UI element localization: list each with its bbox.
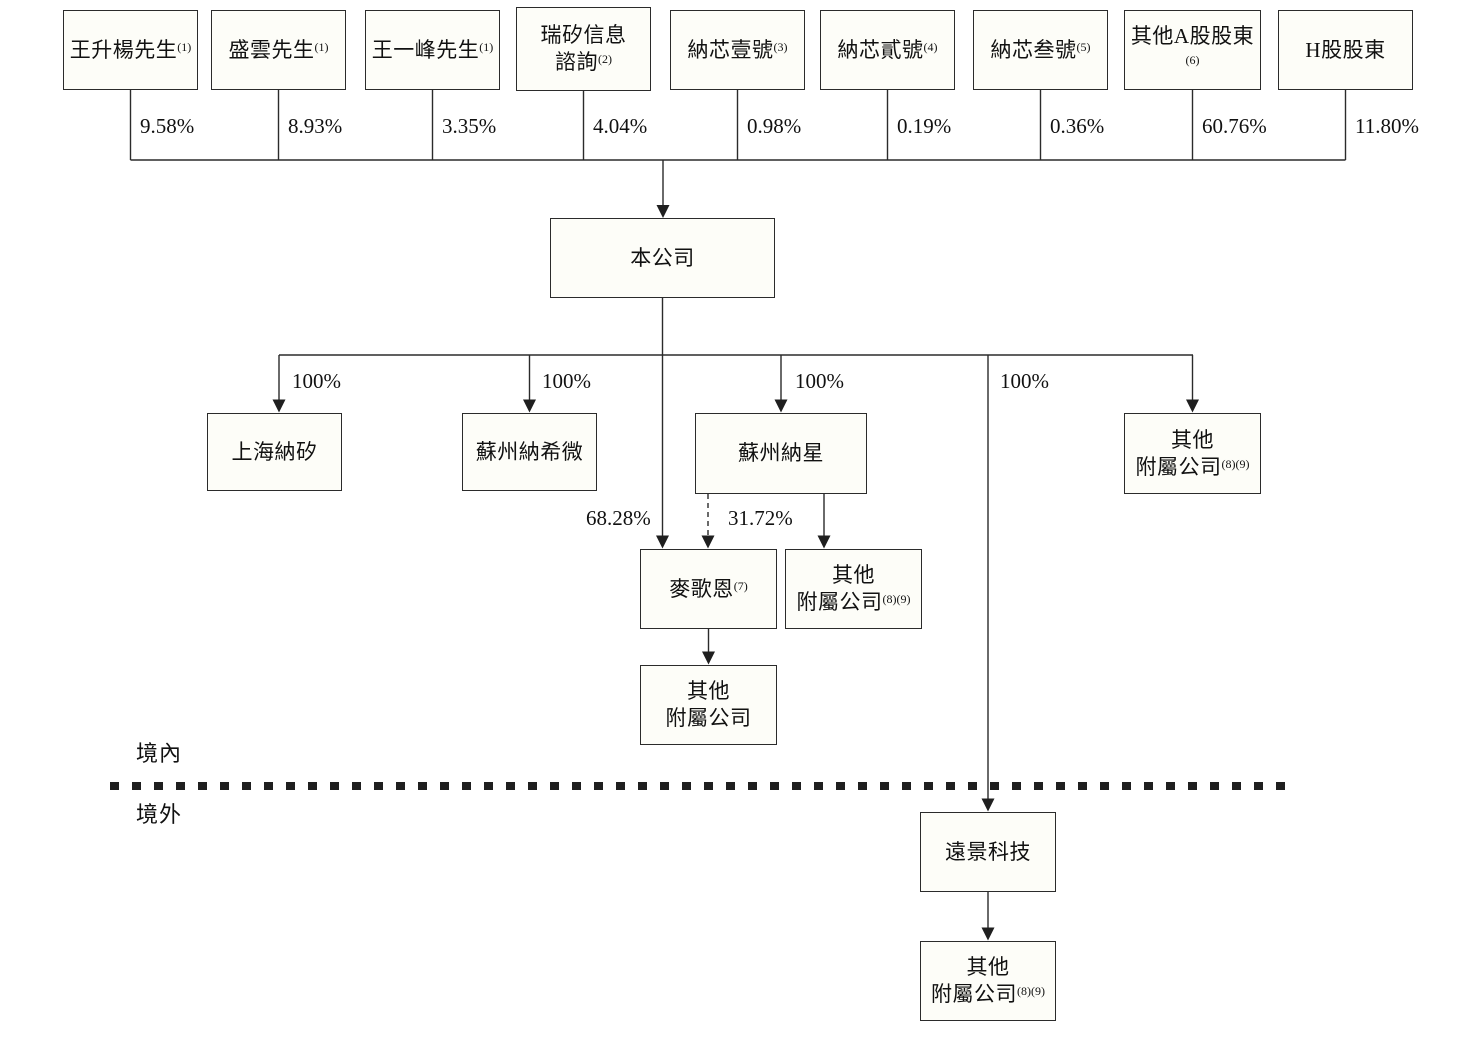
- pct-sheng-yun: 8.93%: [288, 114, 343, 138]
- box-label: 瑞矽信息諮詢(2): [540, 23, 627, 74]
- box-label: 麥歌恩(7): [669, 576, 748, 601]
- pct-naxin-no1: 0.98%: [747, 114, 802, 138]
- box-label: 其他附屬公司(8)(9): [796, 563, 911, 614]
- box-label: 蘇州納希微: [475, 439, 584, 464]
- footnote-marker: (1): [479, 39, 494, 54]
- box-wang-shengyang: 王升楊先生(1): [63, 10, 198, 90]
- pct-magen-from-company: 68.28%: [586, 506, 651, 530]
- box-label: 其他附屬公司: [665, 679, 752, 730]
- arrowheads: [272, 205, 1199, 941]
- box-label: 盛雲先生(1): [228, 37, 329, 62]
- footnote-marker: (8)(9): [1221, 456, 1250, 471]
- box-label: 納芯貳號(4): [837, 37, 938, 62]
- pct-wang-yifeng: 3.35%: [442, 114, 497, 138]
- box-other-subsidiaries-right: 其他附屬公司(8)(9): [1124, 413, 1261, 494]
- pct-envision-tech: 100%: [1000, 369, 1049, 393]
- pct-magen-from-naxing: 31.72%: [728, 506, 793, 530]
- box-label: 王一峰先生(1): [371, 37, 494, 62]
- pct-suzhou-naxing: 100%: [795, 369, 844, 393]
- box-label: 上海納矽: [231, 439, 318, 464]
- box-envision-tech: 遠景科技: [920, 812, 1056, 892]
- onshore-label: 境內: [136, 741, 183, 766]
- footnote-marker: (1): [314, 39, 329, 54]
- footnote-marker: (1): [177, 39, 192, 54]
- box-label: 本公司: [630, 245, 695, 270]
- box-magen: 麥歌恩(7): [640, 549, 777, 629]
- footnote-marker: (5): [1076, 39, 1091, 54]
- offshore-label: 境外: [136, 802, 183, 827]
- subsidiary-branch-lines: [278, 298, 1194, 929]
- shareholder-stub-lines: [129, 90, 1347, 207]
- box-label: 遠景科技: [945, 839, 1031, 864]
- pct-ruixi-info: 4.04%: [593, 114, 648, 138]
- footnote-marker: (2): [598, 52, 612, 66]
- box-label: 蘇州納星: [738, 441, 824, 465]
- pct-suzhou-naxiwei: 100%: [542, 369, 591, 393]
- pct-shanghai-naxi: 100%: [292, 369, 341, 393]
- box-the-company: 本公司: [550, 218, 775, 298]
- box-label: 其他附屬公司(8)(9): [931, 955, 1045, 1006]
- footnote-marker: (8)(9): [1017, 984, 1045, 998]
- box-wang-yifeng: 王一峰先生(1): [365, 10, 500, 90]
- box-naxin-no1: 納芯壹號(3): [670, 10, 805, 90]
- box-label: 其他附屬公司(8)(9): [1135, 427, 1250, 479]
- box-other-subsidiaries-mid: 其他附屬公司(8)(9): [785, 549, 922, 629]
- box-other-subsidiaries-offshore: 其他附屬公司(8)(9): [920, 941, 1056, 1021]
- footnote-marker: (3): [773, 39, 788, 54]
- box-label: 其他A股股東(6): [1130, 24, 1255, 67]
- box-label: 王升楊先生(1): [69, 37, 192, 62]
- box-h-share-shareholders: H股股東: [1278, 10, 1413, 90]
- box-sheng-yun: 盛雲先生(1): [211, 10, 346, 90]
- pct-other-a-share: 60.76%: [1202, 114, 1267, 138]
- footnote-marker: (6): [1185, 53, 1200, 67]
- pct-naxin-no2: 0.19%: [897, 114, 952, 138]
- box-label: 納芯壹號(3): [687, 37, 788, 62]
- box-label: H股股東: [1305, 37, 1386, 62]
- footnote-marker: (7): [733, 578, 748, 593]
- footnote-marker: (4): [923, 39, 938, 54]
- box-other-subsidiaries-under-magen: 其他附屬公司: [640, 665, 777, 745]
- box-naxin-no3: 納芯叁號(5): [973, 10, 1108, 90]
- pct-wang-shengyang: 9.58%: [140, 114, 195, 138]
- box-ruixi-info-consulting: 瑞矽信息諮詢(2): [516, 7, 651, 91]
- box-shanghai-naxi: 上海納矽: [207, 413, 342, 491]
- pct-naxin-no3: 0.36%: [1050, 114, 1105, 138]
- box-label: 納芯叁號(5): [990, 37, 1091, 62]
- box-naxin-no2: 納芯貳號(4): [820, 10, 955, 90]
- pct-h-share: 11.80%: [1355, 114, 1419, 138]
- footnote-marker: (8)(9): [882, 592, 911, 606]
- box-suzhou-naxing: 蘇州納星: [695, 413, 867, 494]
- box-other-a-share-shareholders: 其他A股股東(6): [1124, 10, 1261, 90]
- box-suzhou-naxiwei: 蘇州納希微: [462, 413, 597, 491]
